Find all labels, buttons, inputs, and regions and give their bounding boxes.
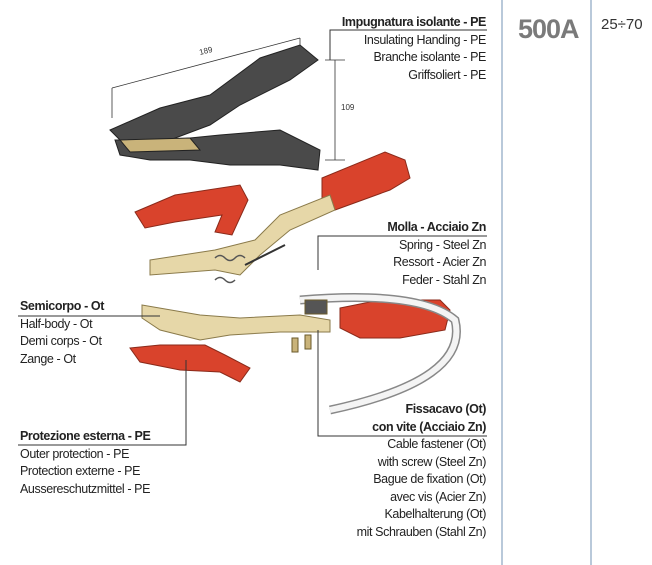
dimension-height: 109: [341, 103, 355, 112]
label-line: Griffsoliert - PE: [408, 67, 486, 82]
spring-pin: [244, 244, 286, 266]
label-line: Demi corps - Ot: [20, 334, 102, 348]
column-divider: [590, 0, 592, 565]
label-title: con vite (Acciaio Zn): [372, 419, 486, 434]
label-line: mit Schrauben (Stahl Zn): [356, 524, 487, 539]
dimension-length: 189: [198, 45, 214, 57]
fastener-label: Fissacavo (Ot) con vite (Acciaio Zn) Cab…: [356, 401, 487, 541]
dimension-lines: [111, 37, 345, 161]
label-line: avec vis (Acier Zn): [390, 489, 486, 504]
label-line: Feder - Stahl Zn: [402, 272, 486, 287]
screws: [291, 299, 328, 353]
black-clamp: [109, 44, 321, 171]
label-line: with screw (Steel Zn): [377, 454, 487, 469]
label-title: Protezione esterna - PE: [20, 429, 151, 443]
label-line: Spring - Steel Zn: [399, 237, 486, 252]
cable-section: 25÷70: [601, 16, 643, 33]
label-line: Ressort - Acier Zn: [393, 255, 486, 269]
brass-body-lower: [141, 304, 331, 341]
label-title: Impugnatura isolante - PE: [341, 15, 487, 29]
label-line: Kabelhalterung (Ot): [384, 507, 487, 521]
current-rating: 500A: [518, 14, 580, 44]
brass-body-upper: [149, 194, 336, 276]
leader-lines: [18, 29, 487, 446]
column-divider: [501, 0, 503, 565]
label-line: Cable fastener (Ot): [387, 437, 486, 451]
spring-coil: [214, 254, 246, 284]
red-handle-upper: [134, 151, 411, 236]
handle-label: Impugnatura isolante - PE Insulating Han…: [341, 14, 487, 84]
label-title: Fissacavo (Ot): [405, 402, 486, 416]
label-line: Protection externe - PE: [20, 464, 141, 478]
label-title: Semicorpo - Ot: [20, 299, 104, 313]
label-line: Half-body - Ot: [20, 316, 93, 331]
label-line: Outer protection - PE: [20, 446, 130, 461]
label-line: Insulating Handing - PE: [363, 32, 487, 47]
halfbody-label: Semicorpo - Ot Half-body - Ot Demi corps…: [20, 298, 104, 368]
label-title: Molla - Acciaio Zn: [387, 220, 486, 234]
label-line: Aussereschutzmittel - PE: [20, 481, 151, 496]
label-line: Bague de fixation (Ot): [373, 472, 486, 486]
label-line: Zange - Ot: [20, 351, 76, 366]
label-line: Branche isolante - PE: [373, 50, 487, 64]
protection-label: Protezione esterna - PE Outer protection…: [20, 428, 151, 498]
spring-label: Molla - Acciaio Zn Spring - Steel Zn Res…: [387, 219, 486, 289]
